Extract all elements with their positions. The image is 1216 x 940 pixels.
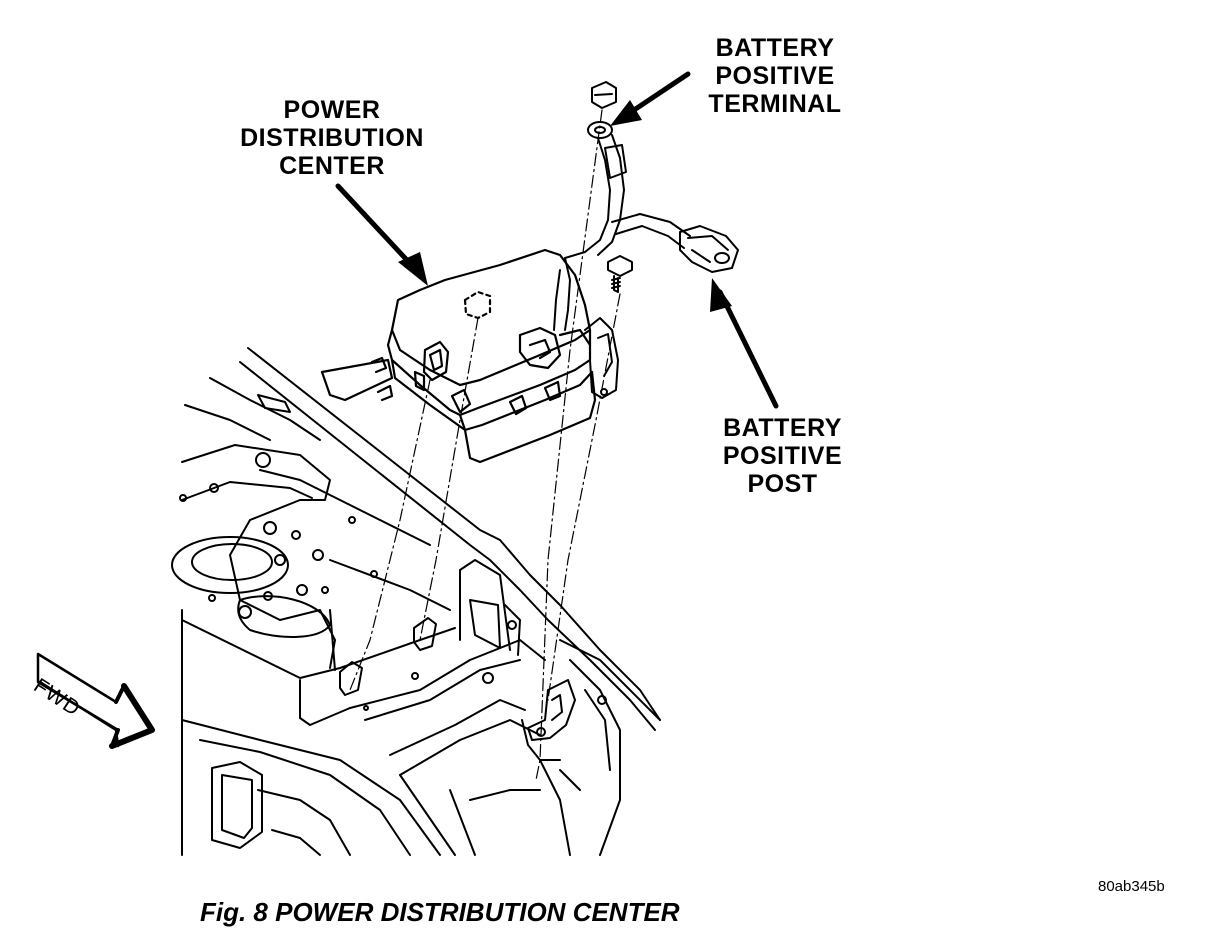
label-battery-positive-terminal: BATTERY POSITIVE TERMINAL (690, 34, 860, 118)
post-arrowhead (710, 278, 732, 312)
label-battery-positive-post: BATTERY POSITIVE POST (700, 414, 865, 498)
label-line: POWER (283, 96, 381, 124)
label-line: BATTERY (723, 414, 842, 442)
label-line: CENTER (279, 152, 385, 180)
post-leader-line (717, 289, 779, 409)
fwd-arrow (36, 652, 155, 749)
alignment-lines (349, 109, 621, 781)
label-power-distribution-center: POWER DISTRIBUTION CENTER (222, 96, 442, 180)
mounting-bolt (607, 255, 633, 293)
label-line: DISTRIBUTION (240, 124, 424, 152)
battery-positive-cable (553, 81, 739, 331)
label-line: POST (747, 470, 818, 498)
power-distribution-center-box (320, 248, 597, 464)
label-line: POSITIVE (722, 442, 843, 470)
label-line: POSITIVE (715, 62, 835, 90)
label-line: TERMINAL (708, 90, 842, 118)
image-code: 80ab345b (1098, 878, 1165, 895)
label-line: BATTERY (715, 34, 835, 62)
pdc-arrowhead (398, 252, 428, 286)
terminal-arrowhead (610, 100, 642, 126)
vehicle-body (171, 347, 661, 856)
pdc-leader-line (335, 183, 421, 275)
figure-caption: Fig. 8 POWER DISTRIBUTION CENTER (200, 897, 680, 927)
